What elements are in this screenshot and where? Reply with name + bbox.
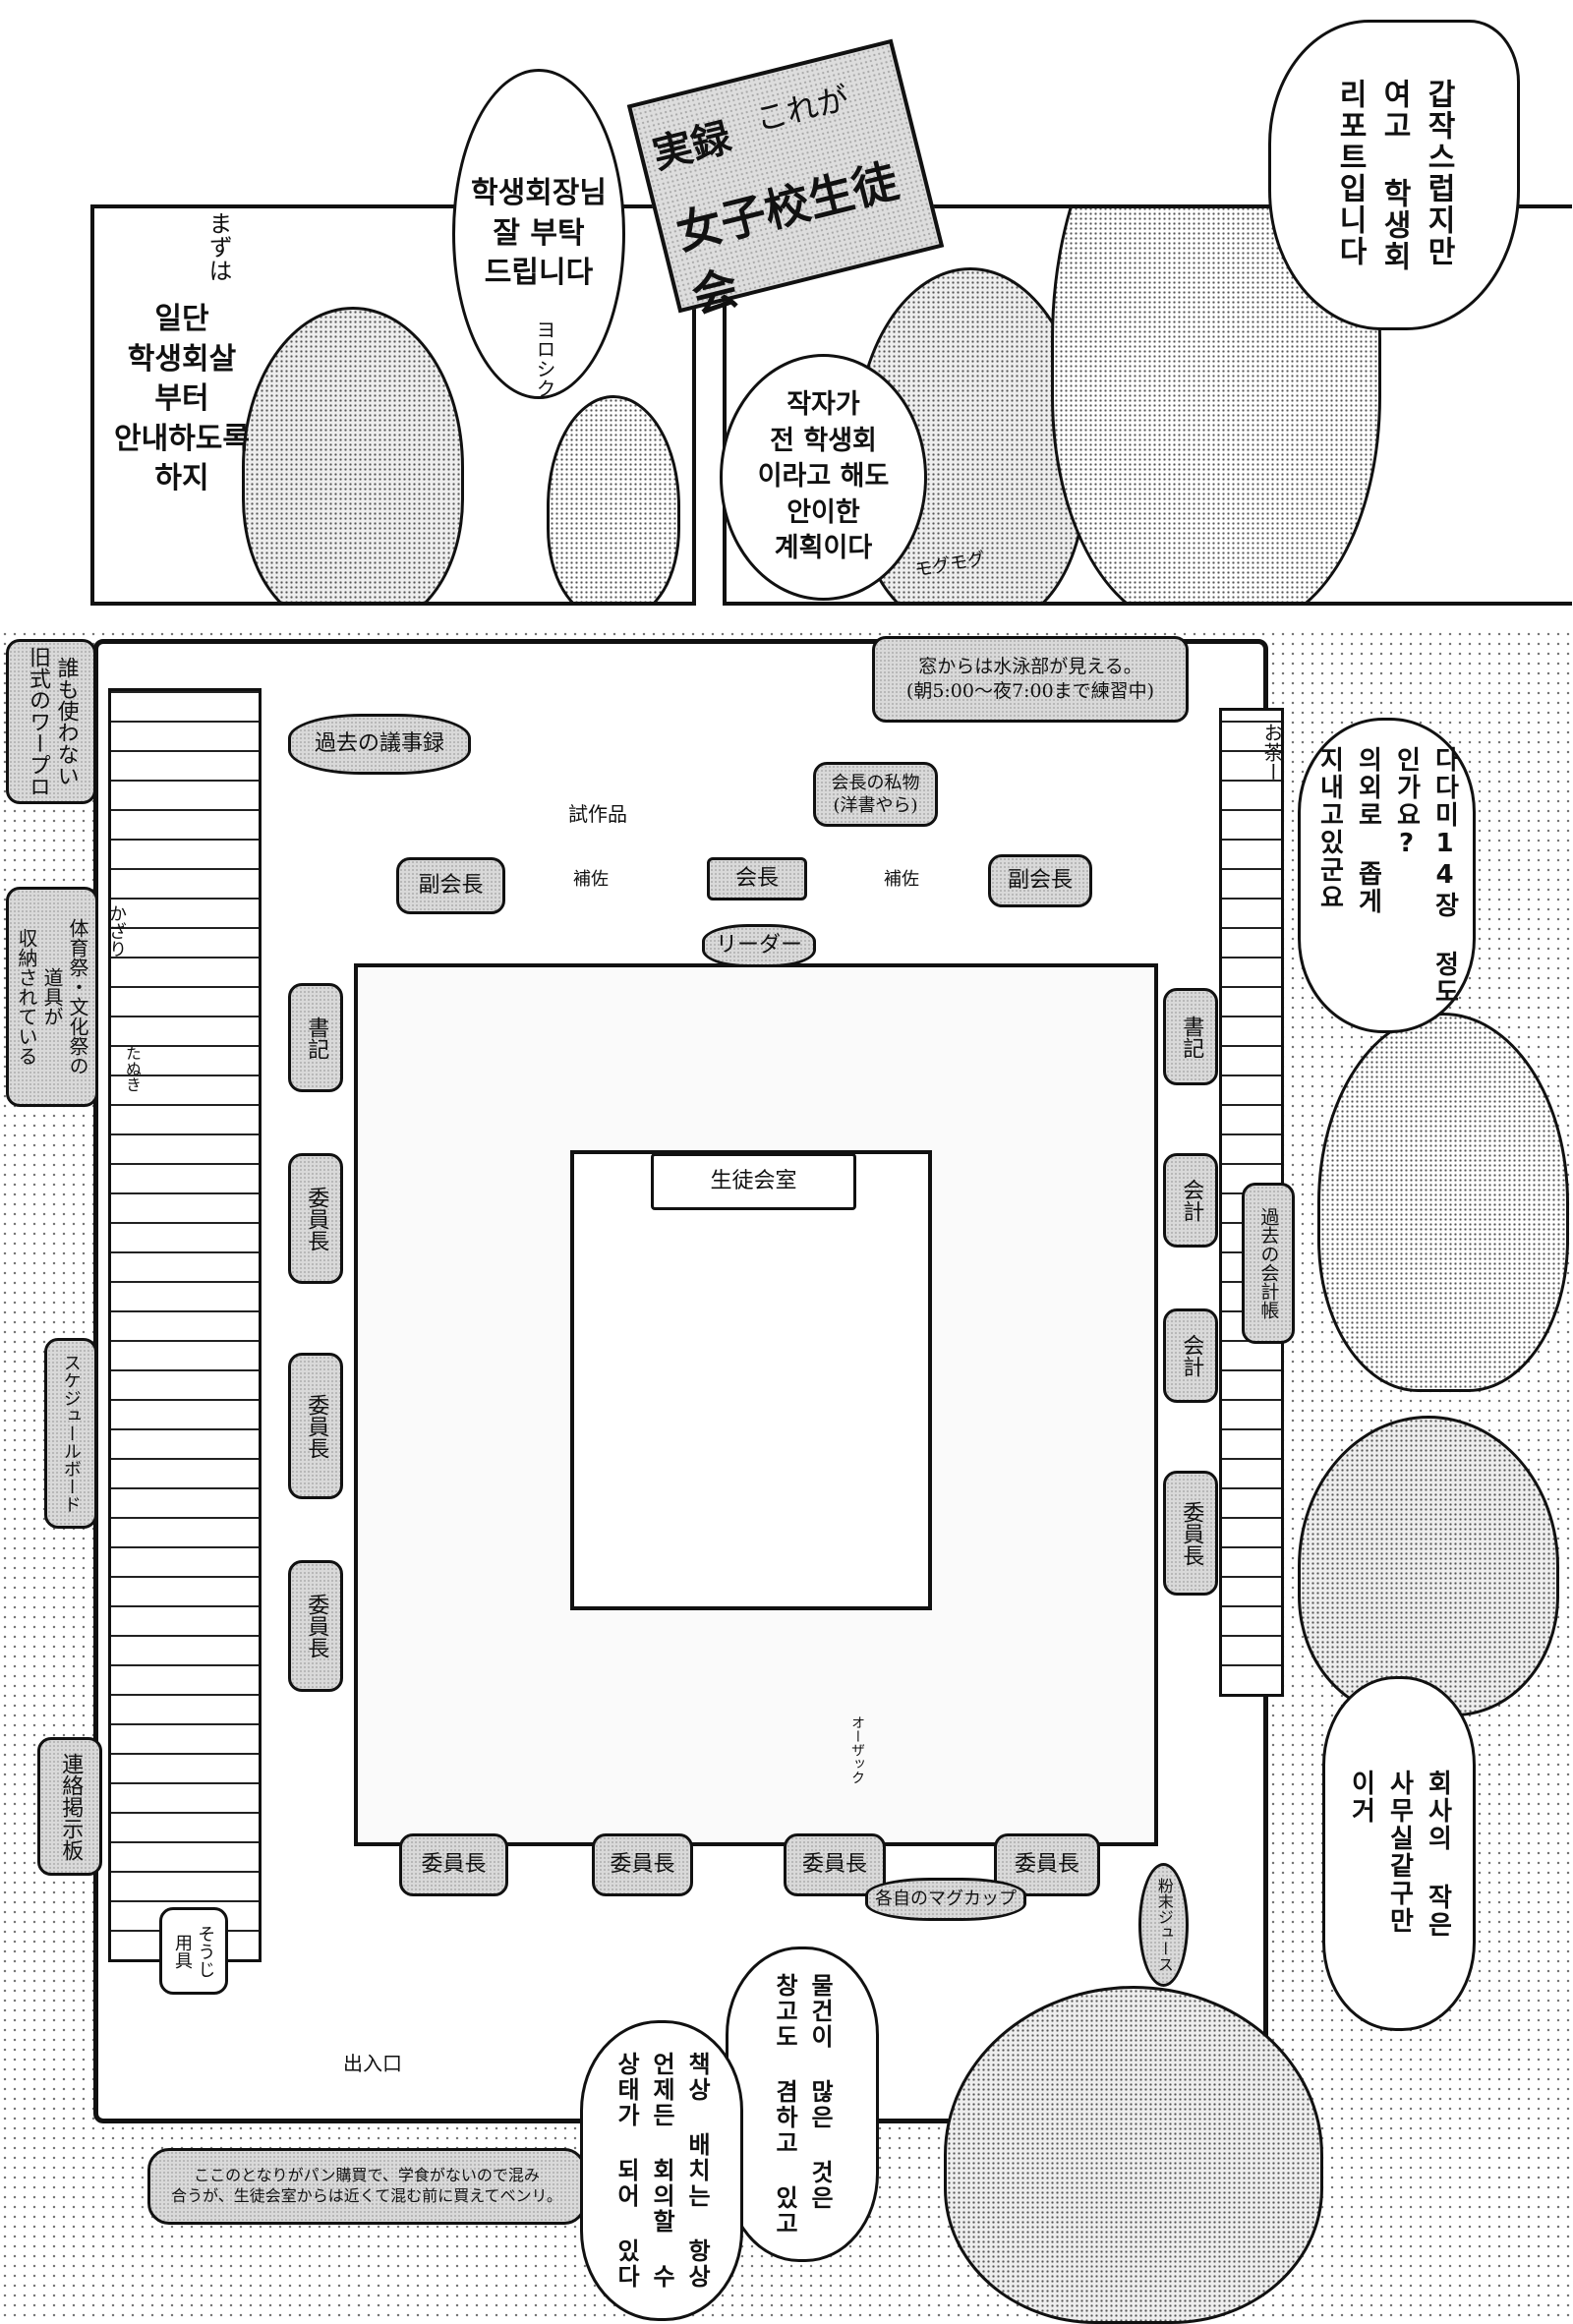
bubble-text: 학생회장님 잘 부탁 드립니다 — [471, 176, 607, 291]
label-treasurer-1: 会計 — [1163, 1153, 1218, 1248]
label-entrance: 出入口 — [343, 2052, 402, 2075]
label-tanuki: たぬき — [123, 1045, 142, 1092]
label-schedule: スケジュールボード — [44, 1338, 97, 1529]
label-vice-right: 副会長 — [988, 854, 1092, 907]
label-vice-left: 副会長 — [396, 857, 505, 914]
label-president: 会長 — [707, 857, 807, 901]
label-chair-right: 委員長 — [1163, 1471, 1218, 1596]
speech-bubble-greeting: 학생회장님 잘 부탁 드립니다 — [452, 69, 625, 399]
label-leader: リーダー — [702, 924, 816, 967]
label-chair-bottom-1: 委員長 — [399, 1833, 508, 1896]
label-decoration: かざり — [106, 904, 127, 958]
label-bakery-note: ここのとなりがパン購買で、学食がないので混み 合うが、生徒会室からは近くて混む前… — [147, 2148, 586, 2225]
bubble-text: 물건이 많은 것은 창고도 겸하고 있고 — [771, 1972, 834, 2237]
label-chair-left-1: 委員長 — [288, 1153, 343, 1284]
speech-bubble-tatami: 다다미14장 정도 인가요? 의외로 좁게 지내고있군요 — [1298, 718, 1476, 1033]
label-tea: お茶ー — [1260, 723, 1284, 782]
speech-bubble-layout: 책상 배치는 항상 언제든 회의할 수 상태가 되어 있다 — [580, 2020, 743, 2321]
bubble-text: 작자가 전 학생회 이라고 해도 안이한 계획이다 — [757, 389, 890, 564]
speech-bubble-storage: 물건이 많은 것은 창고도 겸하고 있고 — [726, 1946, 879, 2262]
label-secretary-left: 書記 — [288, 983, 343, 1092]
speech-bubble-report: 갑작스럽지만 여고 학생회 리포트입니다 — [1268, 20, 1520, 330]
character-right-lower — [1298, 1416, 1559, 1716]
sfx-yoroshiku: ヨロシク — [533, 320, 556, 398]
title-sign: 実録 これが 女子校生徒会 — [626, 38, 945, 323]
label-secretary-right: 書記 — [1163, 988, 1218, 1085]
speech-bubble-author: 작자가 전 학생회 이라고 해도 안이한 계획이다 — [720, 354, 927, 601]
label-powder-juice: 粉末ジュース — [1138, 1863, 1189, 1987]
left-shelves — [108, 688, 262, 1962]
label-chair-bottom-3: 委員長 — [784, 1833, 886, 1896]
caption-guide: 일단 학생회살 부터 안내하도록 하지 — [114, 302, 250, 495]
label-chair-left-2: 委員長 — [288, 1353, 343, 1499]
label-chair-left-3: 委員長 — [288, 1560, 343, 1692]
label-prototype: 試作品 — [568, 802, 627, 826]
label-president-items: 会長の私物 (洋書やら) — [813, 762, 938, 827]
character-president — [242, 307, 464, 602]
label-chair-bottom-4: 委員長 — [994, 1833, 1100, 1896]
label-old-accounts: 過去の会計帳 — [1242, 1183, 1295, 1344]
label-assist-right: 補佐 — [884, 869, 919, 890]
label-window: 窓からは水泳部が見える。 (朝5:00～夜7:00まで練習中) — [872, 636, 1189, 723]
bubble-text: 회사의 작은 사무실같구만 이거 — [1346, 1769, 1453, 1939]
label-chair-bottom-2: 委員長 — [592, 1833, 693, 1896]
label-old-wordpro: 誰も使わない 旧式のワープロ — [6, 639, 96, 804]
character-reporter-small — [547, 395, 680, 602]
label-room-name: 生徒会室 — [651, 1153, 856, 1210]
bubble-text: 갑작스럽지만 여고 학생회 리포트입니다 — [1332, 78, 1456, 272]
bubble-text: 다다미14장 정도 인가요? 의외로 좁게 지내고있군요 — [1314, 745, 1460, 1006]
label-notice-board: 連絡掲示板 — [37, 1737, 102, 1876]
bubble-text: 책상 배치는 항상 언제든 회의할 수 상태가 되어 있다 — [612, 2052, 711, 2290]
label-festival-tools: 体育祭・文化祭の 道具が 収納されている — [6, 887, 98, 1107]
label-assist-left: 補佐 — [573, 869, 609, 890]
label-cleaning: そうじ 用具 — [159, 1907, 228, 1995]
character-bottom-topdown — [944, 1986, 1323, 2324]
label-minutes: 過去の議事録 — [288, 714, 471, 775]
speech-bubble-office: 회사의 작은 사무실같구만 이거 — [1322, 1676, 1476, 2031]
title-line-2: これが — [751, 79, 853, 139]
label-treasurer-2: 会計 — [1163, 1308, 1218, 1403]
title-line-1: 実録 — [648, 114, 736, 179]
character-reporter — [1051, 208, 1381, 602]
label-ozack: オーザック — [849, 1715, 865, 1784]
table-center — [570, 1150, 932, 1610]
character-right-upper — [1317, 1013, 1569, 1392]
label-mugs: 各自のマグカップ — [865, 1878, 1026, 1921]
sfx-mazuwa: まずは — [204, 211, 232, 282]
